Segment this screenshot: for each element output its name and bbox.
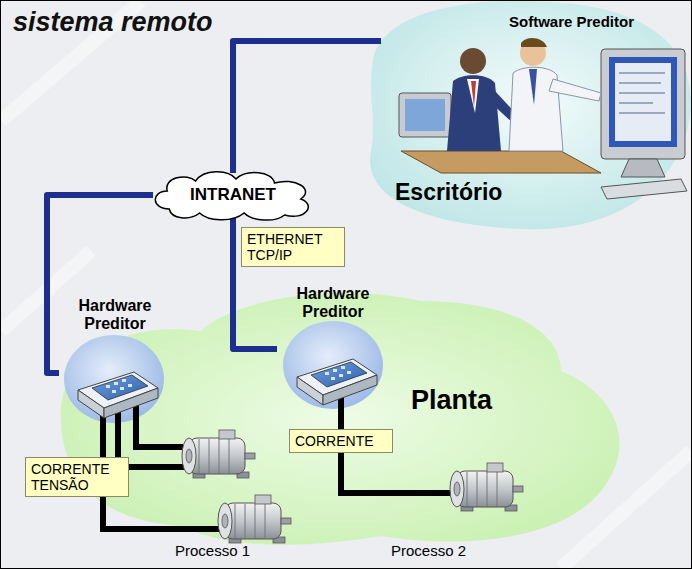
hardware-unit: Hardware Preditor (59, 295, 171, 427)
signal-label: CORRENTE (289, 429, 393, 453)
node-heading: Hardware Preditor (297, 285, 370, 321)
network-cloud: INTRANET (147, 169, 319, 221)
process-label: Processo 1 (175, 543, 250, 559)
protocol-label: ETHERNET TCP/IP (241, 227, 345, 267)
signal-label: CORRENTE TENSÃO (25, 457, 129, 497)
node-heading: Software Preditor (509, 13, 634, 30)
hardware-unit: Hardware Preditor (277, 283, 389, 411)
network-link (47, 195, 153, 373)
network-link (233, 41, 381, 173)
plant-area: Planta (405, 381, 525, 421)
process-label: Processo 2 (391, 543, 466, 559)
node-heading: Hardware Preditor (79, 297, 152, 333)
office-area: Software PreditorEscritório (381, 1, 689, 227)
node-label: Escritório (395, 179, 502, 205)
diagram-title: sistema remoto (13, 7, 213, 38)
node-heading: INTRANET (190, 185, 276, 205)
node-heading: Planta (411, 385, 492, 416)
